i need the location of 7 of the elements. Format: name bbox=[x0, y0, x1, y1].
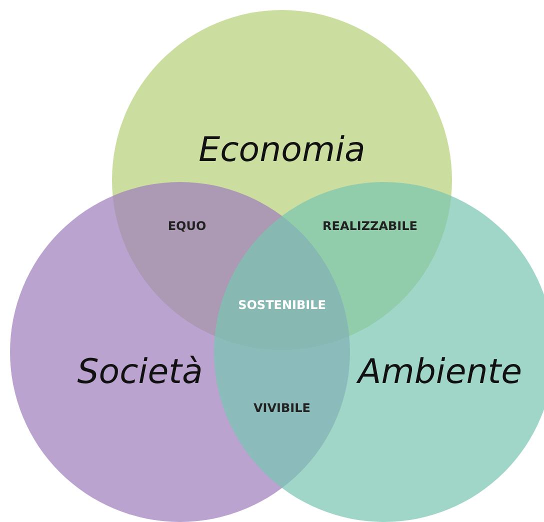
circle-label: Ambiente bbox=[358, 352, 522, 392]
circle-label: Società bbox=[77, 352, 203, 392]
region-label: EQUO bbox=[168, 219, 206, 233]
region-label: REALIZZABILE bbox=[322, 219, 418, 233]
region-label: VIVIBILE bbox=[254, 401, 310, 415]
region-label: SOSTENIBILE bbox=[238, 298, 326, 312]
circle-label: Economia bbox=[198, 130, 366, 170]
